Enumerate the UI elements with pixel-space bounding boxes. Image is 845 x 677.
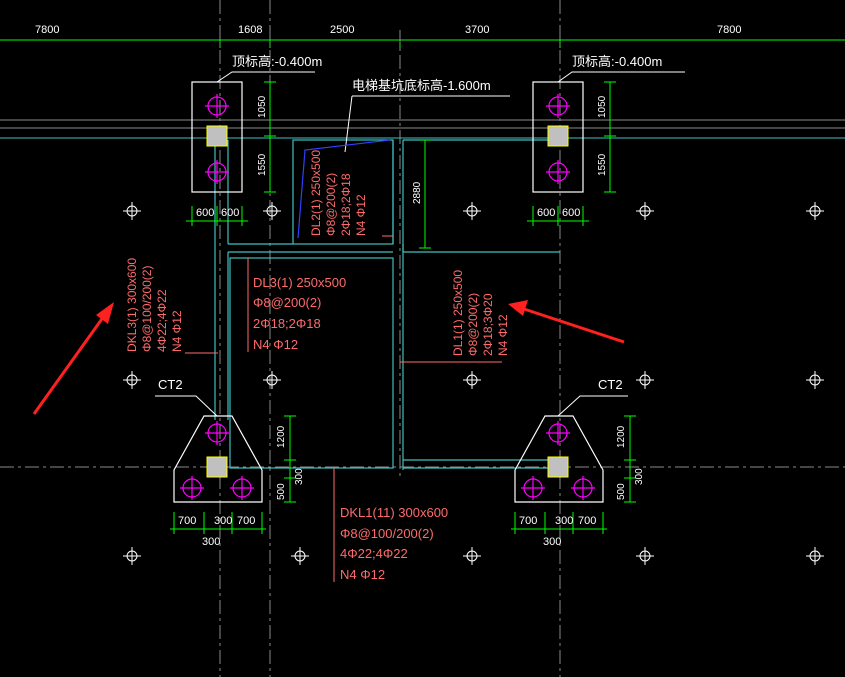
axis-crosshair-icon: [123, 371, 141, 389]
elevation-leaders: [216, 71, 685, 83]
pile-circle-icon: [180, 421, 254, 500]
pile-circle-icon: [521, 421, 595, 500]
beam-label-dkl1: DKL1(11) 300x600 Φ8@100/200(2) 4Φ22;4Φ22…: [340, 505, 448, 582]
pit-bottom-elevation-label: 电梯基坑底标高-1.600m: [352, 78, 491, 93]
axis-crosshair-icon: [636, 202, 654, 220]
ct2-right-w3: 700: [578, 515, 596, 527]
ct2-dimensions: [170, 415, 636, 534]
right-cap-width-b: 600: [562, 207, 580, 219]
svg-text:Φ8@200(2): Φ8@200(2): [324, 173, 338, 236]
ct2-left-w1: 700: [178, 515, 196, 527]
right-cap-width-a: 600: [537, 207, 555, 219]
pile-circle-icon: [205, 94, 229, 184]
ct2-right-w2: 300: [555, 515, 573, 527]
svg-text:N4 Φ12: N4 Φ12: [253, 337, 298, 352]
left-cap-height-lower: 1550: [257, 153, 268, 176]
right-cap-height-upper: 1050: [597, 95, 608, 118]
top-dim-4: 3700: [465, 24, 489, 36]
horizontal-grid-axes: [0, 119, 845, 468]
right-cap-height-lower: 1550: [597, 153, 608, 176]
ct2-left-h2: 500: [276, 483, 287, 500]
svg-text:DL3(1) 250x500: DL3(1) 250x500: [253, 275, 346, 290]
svg-text:2Φ18;2Φ18: 2Φ18;2Φ18: [253, 316, 321, 331]
elevation-right-label: 顶标高:-0.400m: [572, 54, 662, 69]
beam-label-dl1: DL1(1) 250x500 Φ8@200(2) 2Φ18;3Φ20 N4 Φ1…: [451, 270, 510, 356]
svg-text:N4 Φ12: N4 Φ12: [354, 194, 368, 236]
axis-crosshair-icon: [463, 202, 481, 220]
svg-text:N4 Φ12: N4 Φ12: [496, 314, 510, 356]
top-dim-2: 1608: [238, 24, 262, 36]
ct2-cap-right: [514, 395, 628, 503]
blue-leader-line: [297, 139, 391, 239]
ct2-right-total: 300: [543, 536, 561, 548]
pile-circle-icon: [546, 94, 570, 184]
beam-label-dl3: DL3(1) 250x500 Φ8@200(2) 2Φ18;2Φ18 N4 Φ1…: [253, 275, 346, 352]
axis-crosshair-icon: [463, 547, 481, 565]
svg-text:DKL1(11) 300x600: DKL1(11) 300x600: [340, 505, 448, 520]
svg-text:N4 Φ12: N4 Φ12: [170, 310, 184, 352]
axis-crosshair-icon: [806, 371, 824, 389]
elevation-left-label: 顶标高:-0.400m: [232, 54, 322, 69]
red-callout-arrow-icon: [508, 300, 625, 344]
ct2-right-h2: 500: [616, 483, 627, 500]
ct2-right-label: CT2: [598, 377, 623, 392]
svg-text:Φ8@100/200(2): Φ8@100/200(2): [340, 526, 434, 541]
beam-label-dl2: DL2(1) 250x500 Φ8@200(2) 2Φ18;2Φ18 N4 Φ1…: [309, 150, 368, 236]
axis-crosshair-icon: [806, 547, 824, 565]
beam-label-dkl3: DKL3(1) 300x600 Φ8@100/200(2) 4Φ22;4Φ22 …: [125, 258, 184, 352]
svg-text:4Φ22;4Φ22: 4Φ22;4Φ22: [155, 289, 169, 352]
ct2-left-w2: 300: [214, 515, 232, 527]
axis-crosshair-icon: [636, 371, 654, 389]
pile-cap-left: [191, 81, 243, 193]
axis-crosshair-group: [123, 202, 824, 565]
left-cap-width-b: 600: [221, 207, 239, 219]
svg-text:N4 Φ12: N4 Φ12: [340, 567, 385, 582]
svg-text:DL1(1) 250x500: DL1(1) 250x500: [451, 270, 465, 356]
svg-text:Φ8@100/200(2): Φ8@100/200(2): [140, 266, 154, 352]
axis-crosshair-icon: [806, 202, 824, 220]
axis-crosshair-icon: [463, 371, 481, 389]
ct2-right-w1: 700: [519, 515, 537, 527]
top-dim-5: 7800: [717, 24, 741, 36]
beam-leaders: [185, 235, 502, 582]
ct2-left-label: CT2: [158, 377, 183, 392]
left-cap-height-upper: 1050: [257, 95, 268, 118]
svg-text:4Φ22;4Φ22: 4Φ22;4Φ22: [340, 546, 408, 561]
ct2-left-h3: 300: [294, 468, 305, 485]
top-dim-1: 7800: [35, 24, 59, 36]
svg-text:2Φ18;3Φ20: 2Φ18;3Φ20: [481, 293, 495, 356]
elevator-pit-walls: [214, 139, 560, 470]
axis-crosshair-icon: [291, 547, 309, 565]
svg-text:DKL3(1) 300x600: DKL3(1) 300x600: [125, 258, 139, 352]
svg-text:Φ8@200(2): Φ8@200(2): [466, 293, 480, 356]
ct2-right-h1: 1200: [616, 425, 627, 448]
red-callout-arrow-icon: [32, 302, 114, 415]
top-dim-3: 2500: [330, 24, 354, 36]
ct2-cap-left: [155, 395, 263, 503]
ct2-right-h3: 300: [634, 468, 645, 485]
ct2-left-w3: 700: [237, 515, 255, 527]
pit-elevation-leader: [344, 95, 510, 153]
axis-crosshair-icon: [123, 202, 141, 220]
svg-text:DL2(1) 250x500: DL2(1) 250x500: [309, 150, 323, 236]
axis-crosshair-icon: [636, 547, 654, 565]
axis-crosshair-icon: [263, 371, 281, 389]
svg-text:Φ8@200(2): Φ8@200(2): [253, 295, 321, 310]
svg-text:2Φ18;2Φ18: 2Φ18;2Φ18: [339, 173, 353, 236]
axis-crosshair-icon: [263, 202, 281, 220]
left-cap-width-a: 600: [196, 207, 214, 219]
ct2-left-total: 300: [202, 536, 220, 548]
axis-crosshair-icon: [123, 547, 141, 565]
ct2-left-h1: 1200: [276, 425, 287, 448]
pile-cap-dimensions: [186, 81, 616, 249]
pit-height-dim: 2880: [412, 181, 423, 204]
